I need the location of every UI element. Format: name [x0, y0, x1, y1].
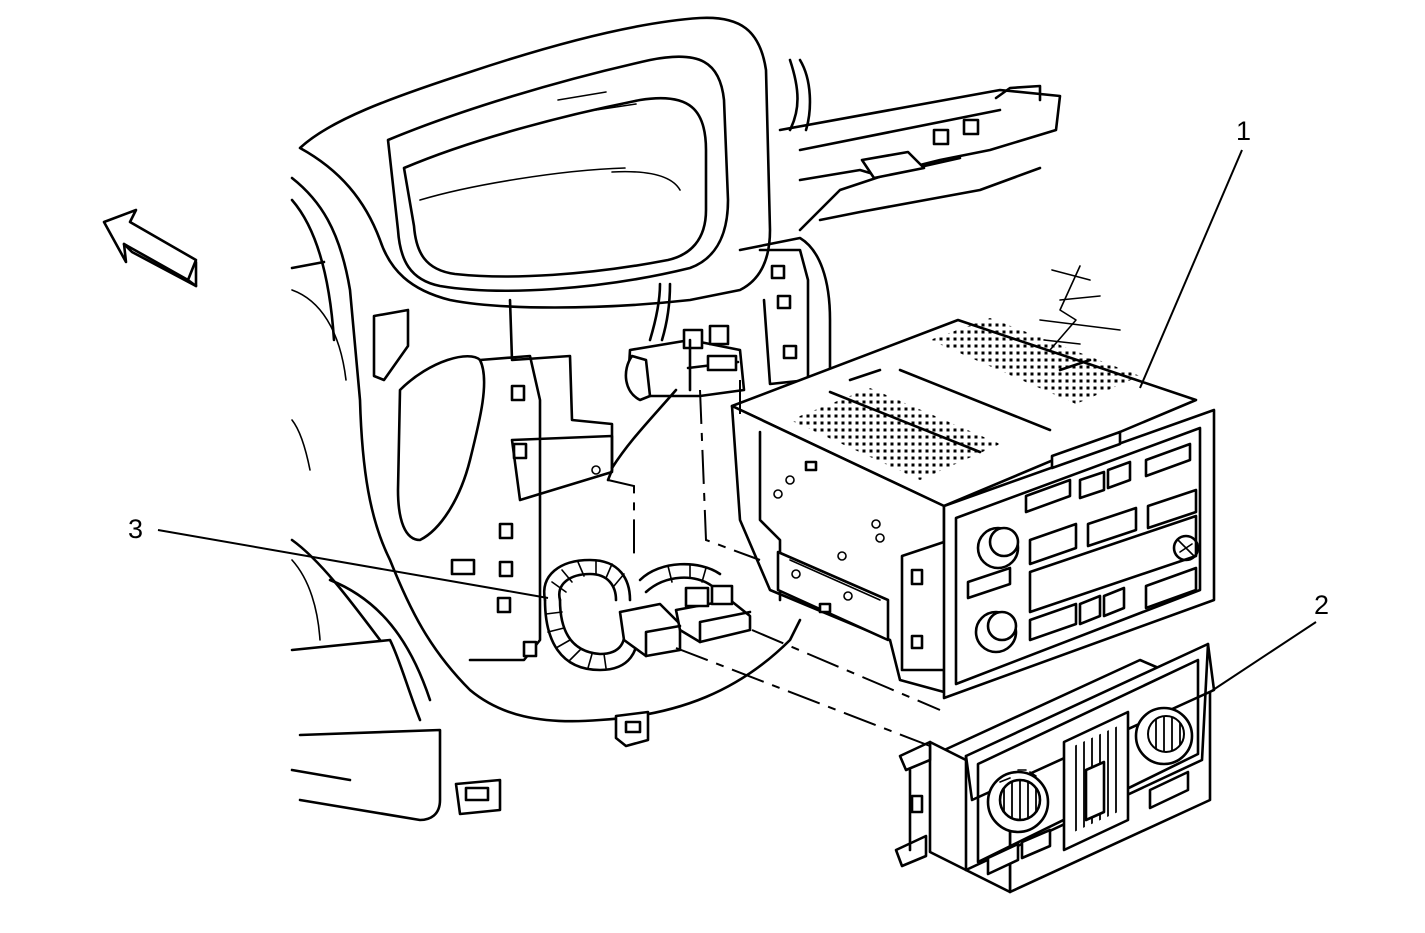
radio-receiver: [730, 318, 1216, 700]
radio-preset-buttons: [966, 430, 1198, 642]
forward-arrow-icon: [102, 208, 198, 288]
callout-label-1: 1: [1236, 116, 1251, 146]
instrument-panel: [290, 16, 832, 822]
callout-2: 2: [1209, 590, 1329, 693]
callout-1: 1: [1139, 116, 1251, 389]
upper-harness-connector: [624, 282, 746, 402]
lower-harness-connector: [542, 558, 752, 672]
callout-label-2: 2: [1314, 590, 1329, 620]
assembly-guide-lines: [607, 380, 941, 747]
callout-3: 3: [128, 514, 549, 599]
callout-label-3: 3: [128, 514, 143, 544]
dash-crossbar: [778, 58, 1121, 351]
